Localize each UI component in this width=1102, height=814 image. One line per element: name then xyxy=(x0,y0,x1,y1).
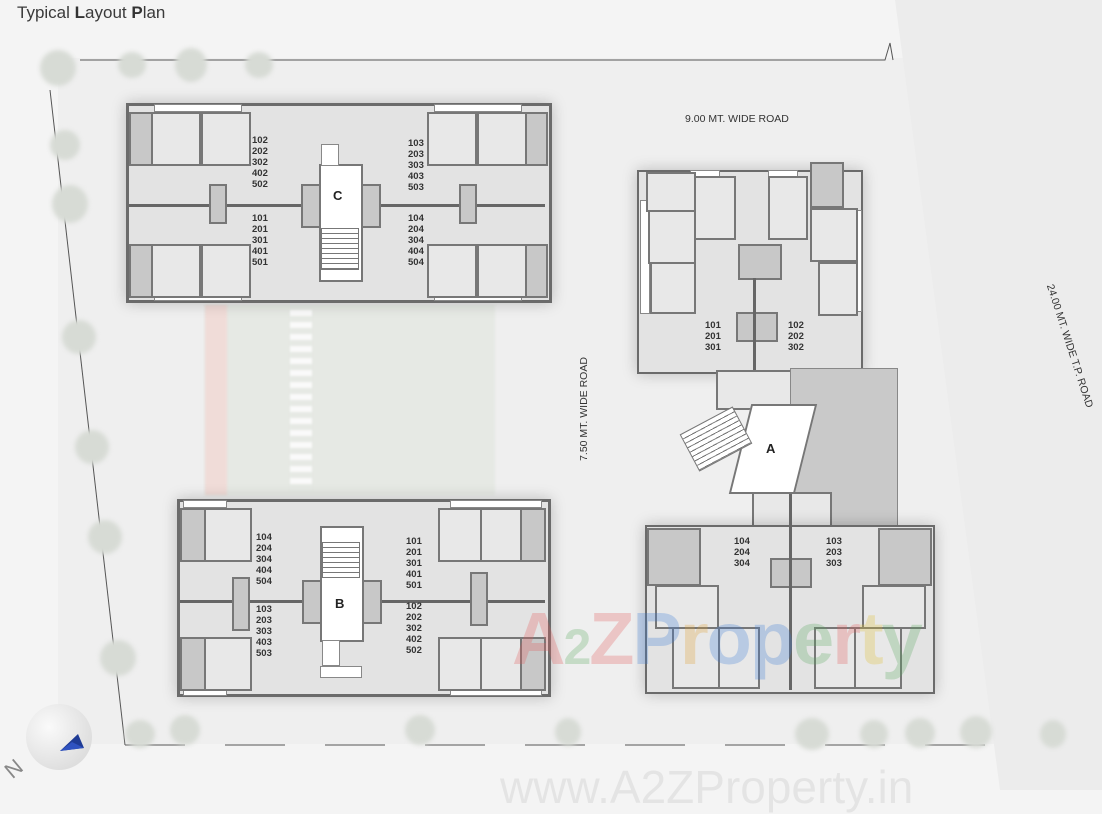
building-b xyxy=(177,499,551,697)
road-label-middle: 7.50 MT. WIDE ROAD xyxy=(577,357,590,461)
north-compass xyxy=(26,704,92,770)
north-arrow-icon xyxy=(60,734,84,751)
watermark-logo: A2ZProperty xyxy=(512,597,923,680)
building-a-label: A xyxy=(766,441,776,456)
play-strip xyxy=(205,305,227,495)
walkway xyxy=(290,310,312,490)
road-label-top: 9.00 MT. WIDE ROAD xyxy=(685,113,789,125)
building-c xyxy=(126,103,552,303)
building-b-label: B xyxy=(335,596,345,611)
watermark-url: www.A2ZProperty.in xyxy=(500,761,914,813)
page-title: Typical Layout Plan xyxy=(17,3,166,22)
building-c-label: C xyxy=(333,188,343,203)
garden-area xyxy=(205,305,495,495)
